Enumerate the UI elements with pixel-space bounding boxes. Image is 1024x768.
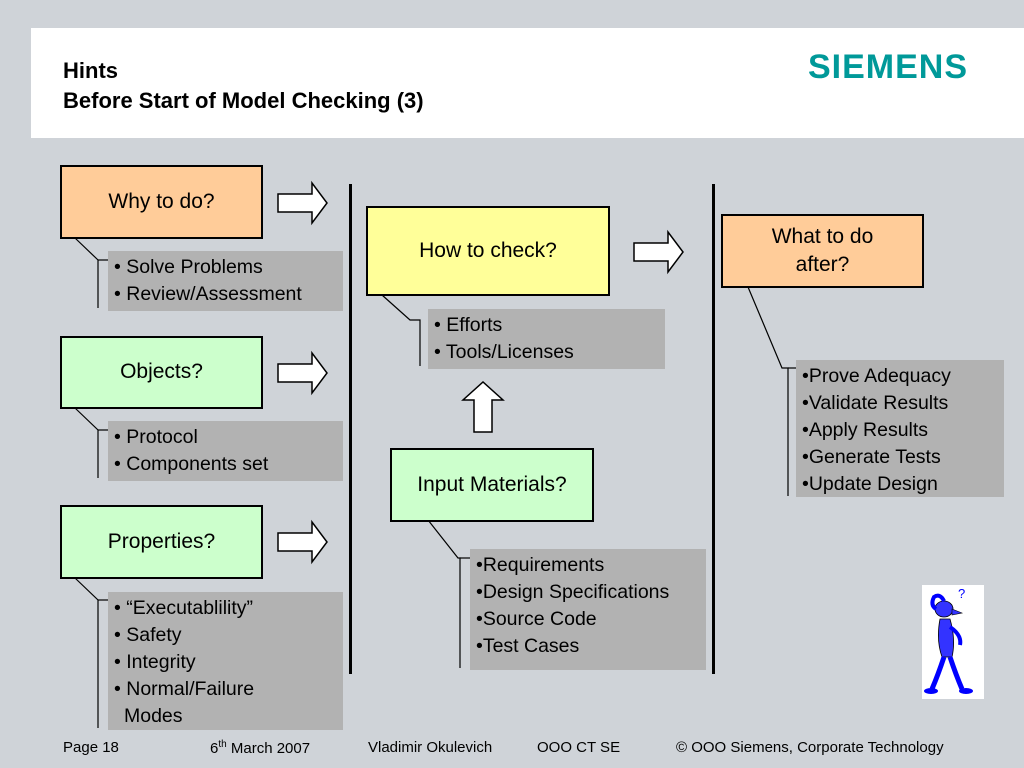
connector-why <box>74 237 99 308</box>
properties-bullets: • “Executablility” • Safety • Integrity … <box>108 592 343 730</box>
footer-copyright: © OOO Siemens, Corporate Technology <box>676 739 944 756</box>
objects-bullets: • Protocol • Components set <box>108 421 343 481</box>
list-item: • Integrity <box>114 651 196 673</box>
connector-after <box>747 286 789 496</box>
what-after-label-line1: What to do <box>771 224 874 248</box>
list-item: • Efforts <box>434 314 503 336</box>
properties-box: Properties? <box>60 505 263 579</box>
separator-left <box>349 184 352 674</box>
list-item: •Validate Results <box>802 392 949 414</box>
connector-properties <box>74 577 99 728</box>
footer-page: Page 18 <box>63 739 119 756</box>
title-line-2: Before Start of Model Checking (3) <box>63 88 424 113</box>
objects-box: Objects? <box>60 336 263 409</box>
hollow-arrow-icon <box>277 519 328 565</box>
list-item: • “Executablility” <box>114 597 254 619</box>
list-item: • Components set <box>114 453 269 475</box>
connector-input <box>427 519 461 668</box>
hollow-up-arrow-icon <box>461 380 505 433</box>
how-box: How to check? <box>366 206 610 296</box>
title-line-1: Hints <box>63 58 118 83</box>
header-bar <box>31 28 1024 138</box>
hollow-arrow-icon <box>277 180 328 226</box>
list-item: • Protocol <box>114 426 198 448</box>
how-bullets: • Efforts • Tools/Licenses <box>428 309 665 369</box>
properties-label: Properties? <box>107 529 216 553</box>
footer-dept: OOO CT SE <box>537 739 621 756</box>
list-item: •Design Specifications <box>476 581 670 603</box>
connector-how <box>381 294 421 366</box>
what-after-box: What to do after? <box>721 214 924 288</box>
list-item: •Apply Results <box>802 419 929 441</box>
footer-date: 6th March 2007 <box>210 739 311 757</box>
list-item: • Normal/Failure <box>114 678 255 700</box>
hollow-arrow-icon <box>633 229 684 275</box>
list-item: • Safety <box>114 624 182 646</box>
list-item: •Requirements <box>476 554 605 576</box>
objects-label: Objects? <box>120 360 203 384</box>
list-item: •Prove Adequacy <box>802 365 951 387</box>
why-label: Why to do? <box>108 189 215 213</box>
how-label: How to check? <box>419 238 557 262</box>
why-bullets: • Solve Problems • Review/Assessment <box>108 251 343 311</box>
connector-objects <box>74 407 99 478</box>
input-materials-box: Input Materials? <box>390 448 594 522</box>
list-item: • Tools/Licenses <box>434 341 574 363</box>
list-item: • Review/Assessment <box>114 283 302 305</box>
list-item: Modes <box>124 705 183 727</box>
list-item: •Generate Tests <box>802 446 941 468</box>
siemens-logo: SIEMENS <box>808 48 969 86</box>
list-item: •Source Code <box>476 608 597 630</box>
why-box: Why to do? <box>60 165 263 239</box>
what-after-label-line2: after? <box>795 253 850 276</box>
question-mark: ? <box>958 586 965 601</box>
input-materials-label: Input Materials? <box>417 472 567 496</box>
list-item: •Test Cases <box>476 635 580 657</box>
after-bullets: •Prove Adequacy •Validate Results •Apply… <box>796 360 1004 497</box>
footer-author: Vladimir Okulevich <box>368 739 493 756</box>
thinking-figure-icon: ? <box>922 585 984 699</box>
hollow-arrow-icon <box>277 350 328 396</box>
list-item: •Update Design <box>802 473 938 495</box>
input-bullets: •Requirements •Design Specifications •So… <box>470 549 706 670</box>
list-item: • Solve Problems <box>114 256 263 278</box>
separator-right <box>712 184 715 674</box>
